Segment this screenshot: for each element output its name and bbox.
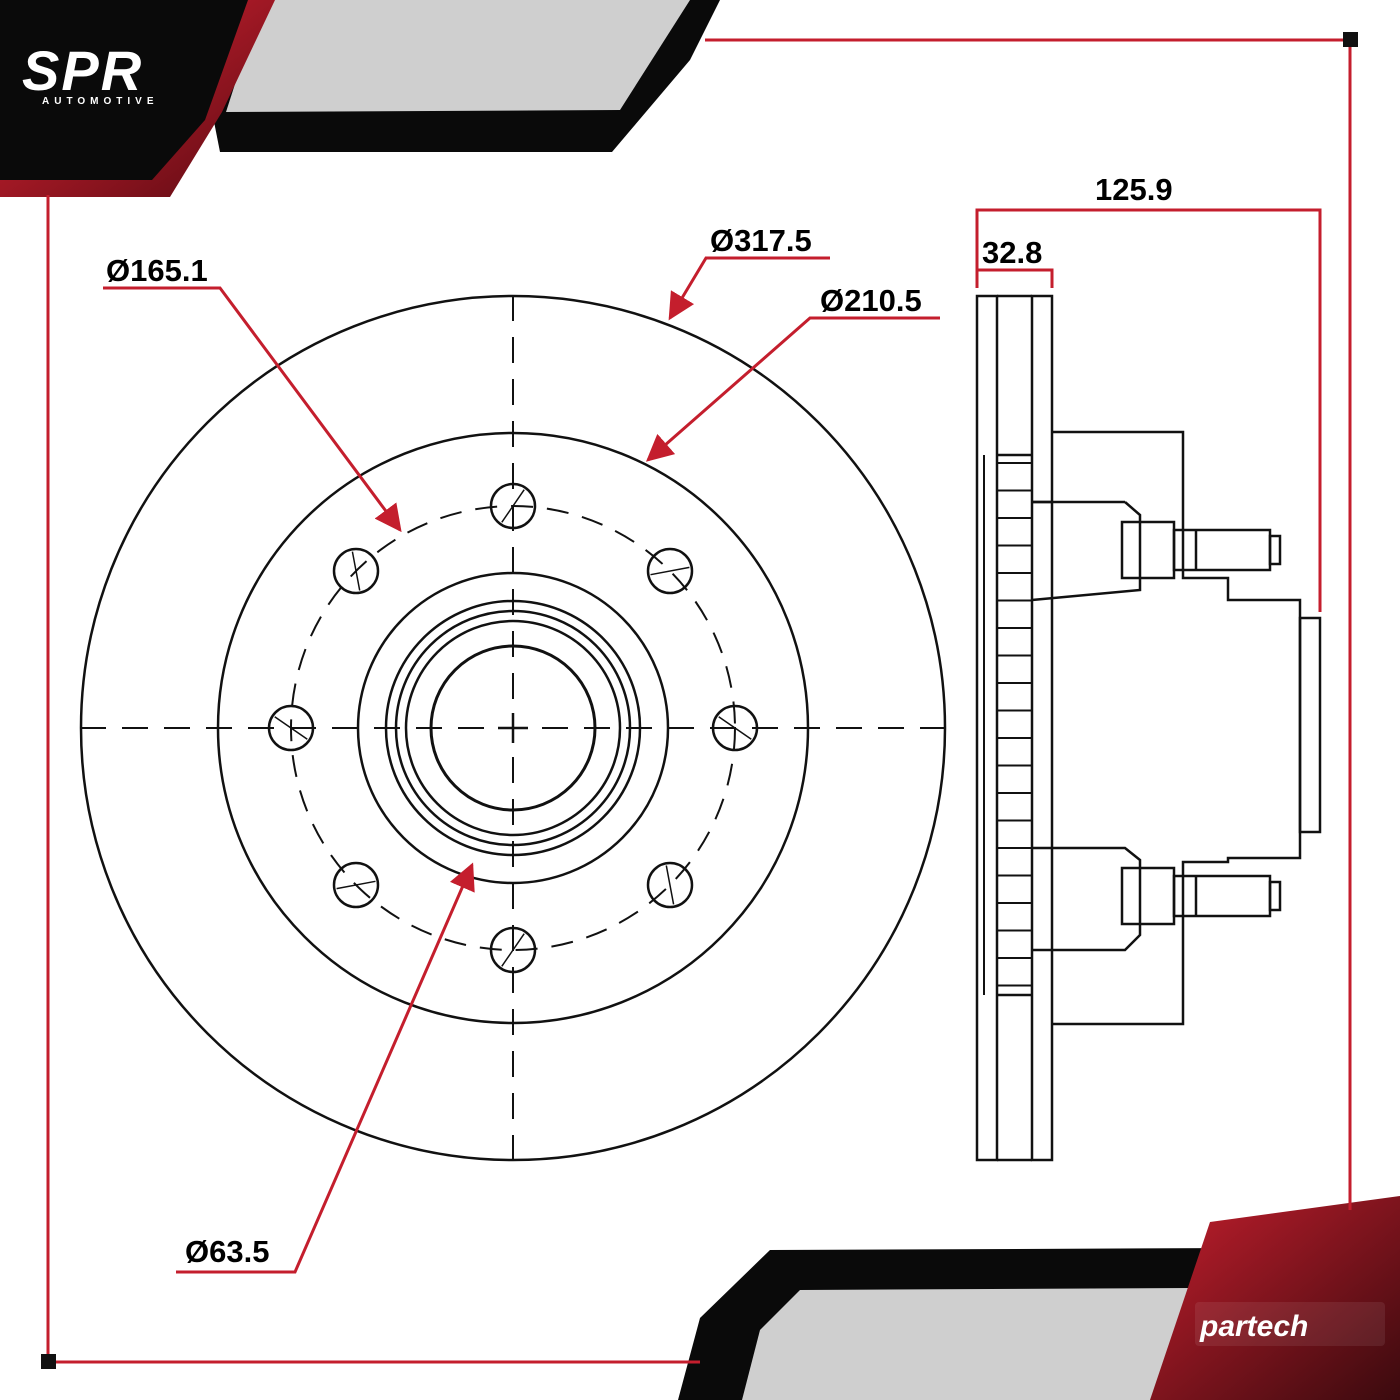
cooling-vanes (997, 462, 1032, 987)
lug-hole (646, 861, 694, 909)
lug-hole (267, 704, 315, 752)
frame-dimension-lines (46, 38, 1352, 1364)
lug-hole (332, 547, 380, 595)
lug-hole-mark (501, 489, 525, 523)
dimline-overall-height (975, 208, 1322, 612)
stud-head-upper (1120, 520, 1176, 580)
spr-logo-subtext: AUTOMOTIVE (42, 96, 158, 107)
hub-ring-3 (404, 619, 622, 837)
leader-center-bore (176, 862, 475, 1274)
stud-tip-lower (1268, 880, 1282, 912)
lug-hole-mark (274, 716, 308, 740)
rotor-side-view (975, 294, 1322, 1162)
banner-grey-band-bottom (742, 1288, 1190, 1400)
dim-bolt-circle: Ø165.1 (106, 253, 208, 288)
stud-tip-upper (1268, 534, 1282, 566)
frame-corner-top-right (1343, 32, 1358, 47)
side-hub-cap (1298, 616, 1322, 834)
dimline-rotor-thickness (977, 268, 1054, 288)
leader-outer-diameter (668, 256, 830, 321)
lug-hole (332, 861, 380, 909)
leader-hat-diameter (645, 316, 940, 462)
logo-block (0, 0, 248, 180)
dim-rotor-thickness: 32.8 (982, 235, 1042, 270)
stud-shank-lower (1172, 874, 1272, 918)
stud-head-lower (1120, 866, 1176, 926)
side-friction-plate-outer (975, 294, 999, 1162)
spr-logo: SPR (22, 39, 143, 102)
lug-hole (646, 547, 694, 595)
lug-hole-mark (351, 551, 361, 591)
lug-hole (489, 926, 537, 974)
leader-bolt-circle (103, 286, 402, 533)
side-friction-plate-inner (1030, 294, 1054, 1162)
side-hub-body (1052, 430, 1302, 1026)
stud-shank-upper (1172, 528, 1272, 572)
banner-red-band-bottom (1150, 1196, 1400, 1400)
partech-logo: partech (1199, 1310, 1308, 1343)
lug-hole-mark (718, 716, 752, 740)
dim-overall-height: 125.9 (1095, 172, 1173, 207)
lug-holes (267, 482, 759, 974)
dim-center-bore: Ø63.5 (185, 1234, 269, 1269)
leader-lines (103, 256, 940, 1274)
rotor-front-view (79, 294, 948, 1162)
lug-hole-mark (665, 865, 675, 905)
side-flange-lower (1032, 846, 1142, 952)
lug-hole-mark (501, 933, 525, 967)
lug-hole (489, 482, 537, 530)
bottom-right-banner: partech (678, 1196, 1400, 1400)
frame-corner-bottom-left (41, 1354, 56, 1369)
dim-outer-diameter: Ø317.5 (710, 223, 812, 258)
partech-logo-bg (1195, 1302, 1385, 1346)
side-flange-upper (1031, 501, 1142, 602)
side-dimension-lines (975, 208, 1322, 612)
dim-hat-diameter: Ø210.5 (820, 283, 922, 318)
lug-hole-mark (650, 566, 690, 576)
banner-grey-band (226, 0, 690, 112)
top-left-banner: SPR AUTOMOTIVE (0, 0, 720, 197)
lug-hole-mark (336, 880, 376, 890)
lug-hole (711, 704, 759, 752)
